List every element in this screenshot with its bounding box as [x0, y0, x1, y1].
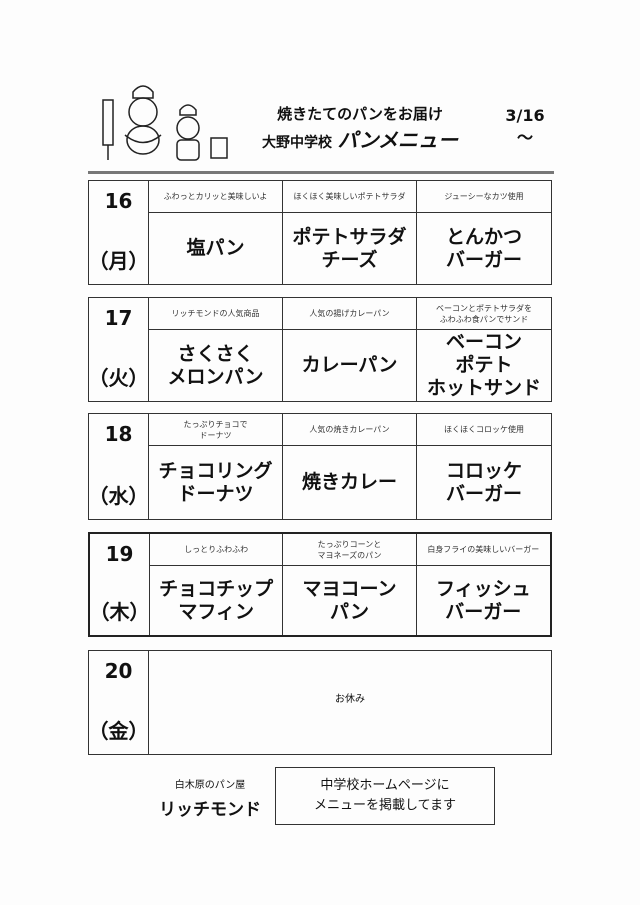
bread-name: さくさく メロンパン	[149, 330, 283, 401]
weekday: （火）	[88, 366, 149, 390]
school-name: 大野中学校	[262, 135, 332, 151]
start-date: 3/16	[505, 106, 545, 125]
bread-name: チョコチップ マフィン	[150, 566, 284, 635]
item-caption: 人気の焼きカレーパン	[283, 414, 417, 446]
shop-name: リッチモンド	[159, 800, 261, 820]
date-cell: 20 （金）	[89, 651, 149, 754]
header-divider	[88, 171, 554, 174]
day-block: 20 （金） お休み	[88, 650, 552, 755]
header-tagline: 焼きたてのパンをお届け	[277, 105, 443, 123]
bread-name: ポテトサラダ チーズ	[283, 213, 417, 284]
day-block: 16 （月） ふわっとカリッと美味しいよほくほく美味しいポテトサラダジューシーなカツ…	[88, 180, 552, 285]
bread-name: 焼きカレー	[283, 446, 417, 519]
weekday: （金）	[88, 719, 149, 743]
day-block: 19 （木） しっとりふわふわたっぷりコーンと マヨネーズのパン白身フライの美味しい…	[88, 532, 552, 637]
item-caption: ふわっとカリッと美味しいよ	[149, 181, 283, 213]
item-caption: 白身フライの美味しいバーガー	[416, 534, 550, 566]
header-title: 大野中学校 パンメニュー	[240, 124, 480, 153]
weekday: （月）	[88, 249, 149, 273]
item-caption: リッチモンドの人気商品	[149, 298, 283, 330]
bread-name: マヨコーン パン	[283, 566, 417, 635]
bread-name: カレーパン	[283, 330, 417, 401]
day-block: 17 （火） リッチモンドの人気商品人気の揚げカレーパンベーコンとポテトサラダを ふ…	[88, 297, 552, 402]
bread-name: フィッシュ バーガー	[436, 577, 531, 623]
closed-notice: お休み	[335, 694, 365, 705]
day-number: 18	[104, 422, 133, 446]
item-caption: ジューシーなカツ使用	[417, 181, 551, 213]
day-block: 18 （水） たっぷりチョコで ドーナツ人気の焼きカレーパンほくほくコロッケ使用チョ…	[88, 413, 552, 520]
day-number: 17	[104, 306, 133, 330]
date-cell: 19 （木）	[90, 534, 150, 635]
date-tilde: ～	[516, 128, 533, 147]
bread-name: チョコリング ドーナツ	[149, 446, 283, 519]
weekday: （水）	[88, 484, 149, 508]
bread-name: コロッケ バーガー	[445, 459, 522, 505]
bread-name: 塩パン	[149, 213, 283, 284]
shop-label: 白木原のパン屋	[174, 780, 246, 791]
item-caption: たっぷりコーンと マヨネーズのパン	[283, 534, 417, 566]
item-caption: たっぷりチョコで ドーナツ	[149, 414, 283, 446]
day-number: 19	[105, 542, 134, 566]
item-caption: しっとりふわふわ	[150, 534, 284, 566]
date-cell: 17 （火）	[89, 298, 149, 401]
item-caption: ほくほく美味しいポテトサラダ	[283, 181, 417, 213]
date-cell: 18 （水）	[89, 414, 149, 519]
day-number: 20	[104, 659, 133, 683]
bread-name: とんかつ バーガー	[445, 225, 522, 271]
item-caption: 人気の揚げカレーパン	[283, 298, 417, 330]
bakers-illustration	[102, 85, 228, 161]
item-caption: ほくほくコロッケ使用	[417, 414, 551, 446]
day-number: 16	[104, 189, 133, 213]
bread-name: ベーコン ポテト ホットサンド	[426, 331, 541, 399]
weekday: （木）	[89, 600, 150, 624]
date-cell: 16 （月）	[89, 181, 149, 284]
menu-title: パンメニュー	[337, 128, 458, 152]
homepage-notice: 中学校ホームページに メニューを掲載してます	[275, 767, 495, 825]
item-caption: ベーコンとポテトサラダを ふわふわ食パンでサンド	[417, 298, 551, 330]
